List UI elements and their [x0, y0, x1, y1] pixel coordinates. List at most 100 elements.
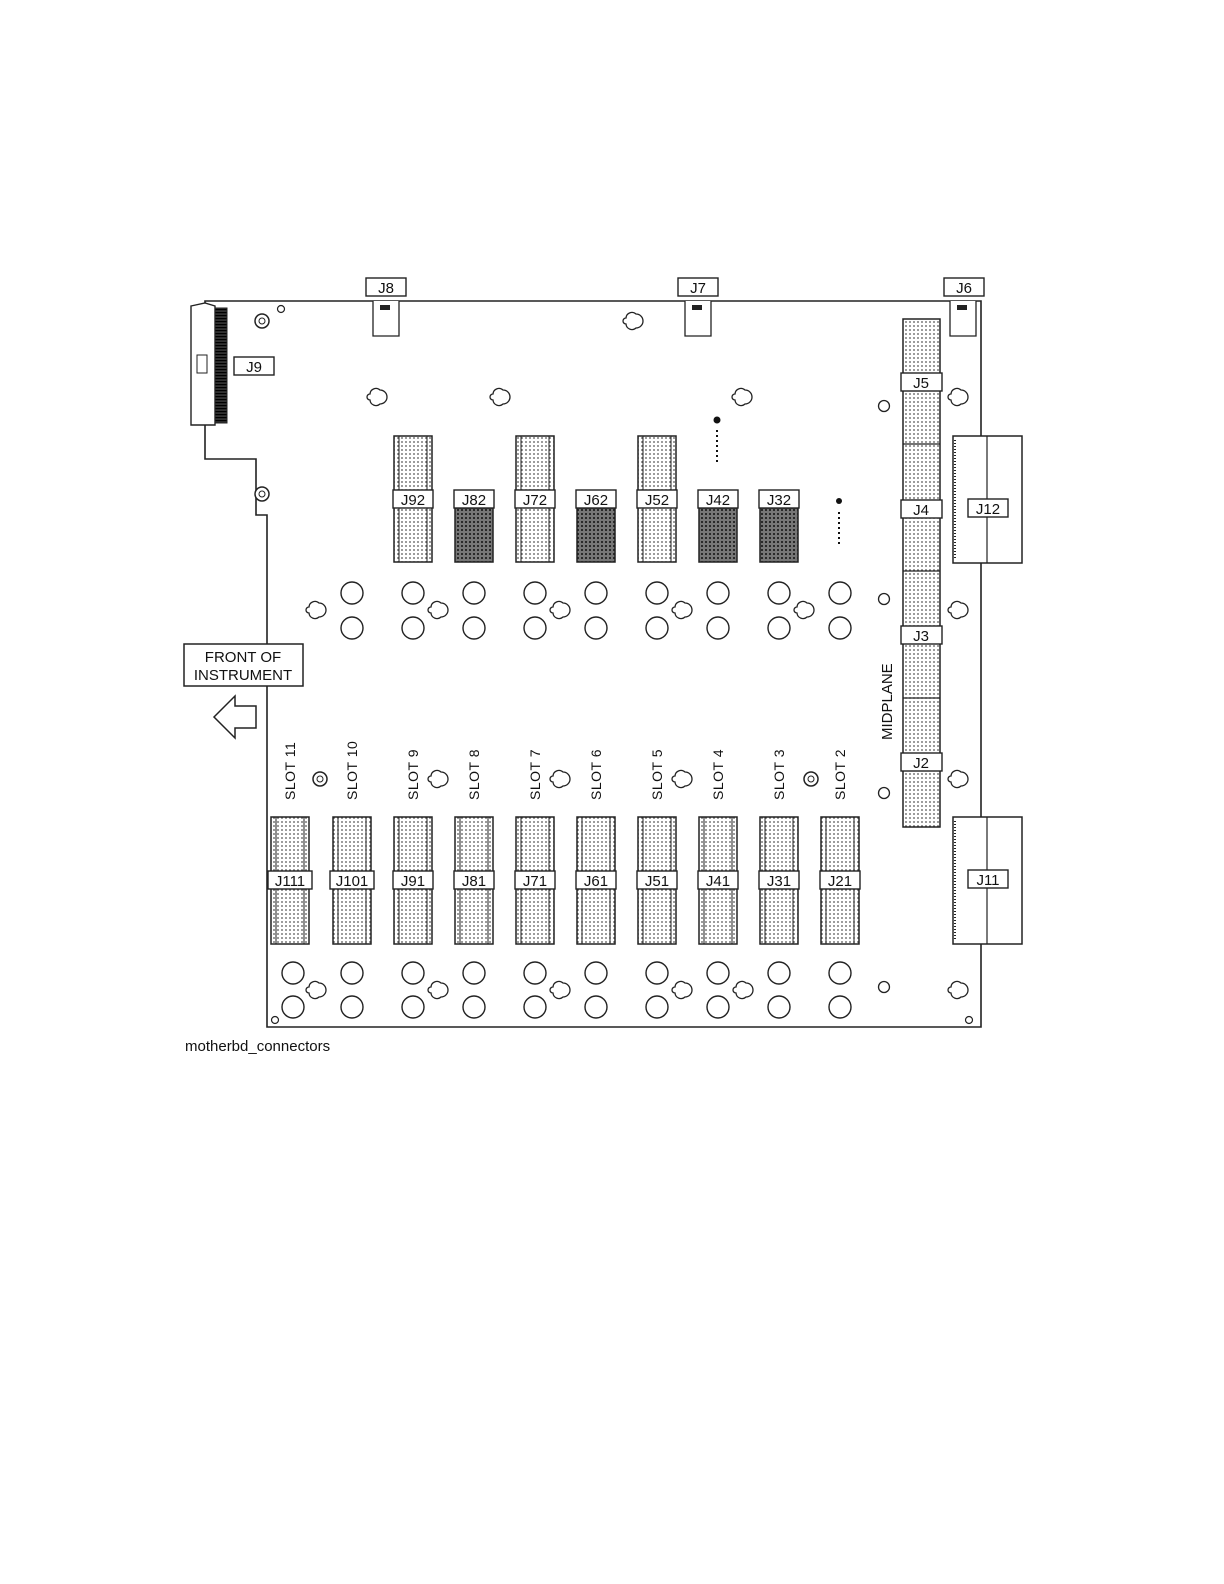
slot-label: SLOT 9 [405, 749, 421, 800]
standoff-hole [768, 996, 790, 1018]
j52-label: J52 [645, 492, 669, 509]
keyhole-standoff [550, 981, 570, 998]
standoff-hole [341, 996, 363, 1018]
standoff-hole [463, 582, 485, 604]
j7-label: J7 [690, 280, 706, 297]
front-arrow-icon [214, 696, 256, 738]
slot-label: SLOT 6 [588, 749, 604, 800]
j92-label: J92 [401, 492, 425, 509]
j101-label: J101 [336, 873, 369, 890]
j21-label: J21 [828, 873, 852, 890]
j4-connector: J4 [901, 500, 942, 519]
standoff-holes [282, 582, 851, 1018]
j71-connector: J71 [515, 817, 555, 944]
mounting-screw [255, 487, 269, 501]
standoff-hole [402, 996, 424, 1018]
standoff-hole [524, 582, 546, 604]
board-hole [272, 1017, 279, 1024]
standoff-hole [524, 617, 546, 639]
j3-label: J3 [913, 628, 929, 645]
front-label-line2: INSTRUMENT [194, 667, 292, 684]
board-hole [879, 401, 890, 412]
figure-caption: motherbd_connectors [185, 1038, 330, 1055]
standoff-hole [402, 582, 424, 604]
keyhole-standoff [948, 601, 968, 618]
slot-label: SLOT 7 [527, 749, 543, 800]
standoff-hole [829, 617, 851, 639]
keyhole-standoff [306, 981, 326, 998]
lower-connector-row: J111J101J91J81J71J61J51J41J31J21 [268, 817, 860, 944]
keyhole-standoff [623, 312, 643, 329]
mounting-screw [804, 772, 818, 786]
keyhole-standoff [490, 388, 510, 405]
standoff-hole [707, 996, 729, 1018]
standoff-hole [341, 582, 363, 604]
j5-label: J5 [913, 375, 929, 392]
mounting-screw [255, 314, 269, 328]
standoff-hole [768, 582, 790, 604]
keyhole-standoff [367, 388, 387, 405]
j92-connector: J92 [393, 436, 433, 562]
slot-label: SLOT 3 [771, 749, 787, 800]
j31-label: J31 [767, 873, 791, 890]
j12-connector: J12 [953, 436, 1022, 563]
j11-label: J11 [976, 872, 999, 889]
board-hole [879, 982, 890, 993]
midplane-connector-strip: J5 J4 J3 J2 [901, 319, 942, 827]
keyhole-standoff [733, 981, 753, 998]
standoff-hole [341, 962, 363, 984]
board-hole [966, 1017, 973, 1024]
standoff-hole [524, 962, 546, 984]
j71-label: J71 [523, 873, 547, 890]
front-of-instrument-callout: FRONT OF INSTRUMENT [184, 644, 303, 686]
j2-connector: J2 [901, 753, 942, 772]
j61-connector: J61 [576, 817, 616, 944]
keyhole-standoff [794, 601, 814, 618]
standoff-hole [402, 617, 424, 639]
standoff-hole [585, 996, 607, 1018]
keyhole-standoff [732, 388, 752, 405]
j42-label: J42 [706, 492, 730, 509]
j9-label: J9 [246, 359, 262, 376]
standoff-hole [646, 582, 668, 604]
j51-label: J51 [645, 873, 669, 890]
keyhole-standoff [948, 770, 968, 787]
slot-label: SLOT 10 [344, 741, 360, 800]
j82-label: J82 [462, 492, 486, 509]
j42-connector: J42 [698, 490, 738, 562]
keyhole-standoff [428, 601, 448, 618]
standoff-hole [707, 582, 729, 604]
j72-label: J72 [523, 492, 547, 509]
j21-connector: J21 [820, 817, 860, 944]
standoff-hole [707, 962, 729, 984]
slot-label: SLOT 5 [649, 749, 665, 800]
standoff-hole [646, 996, 668, 1018]
keyhole-standoff [428, 981, 448, 998]
standoff-hole [341, 617, 363, 639]
j12-label: J12 [976, 501, 1000, 518]
j111-label: J111 [275, 873, 305, 890]
j6-connector: J6 [944, 278, 984, 336]
j2-label: J2 [913, 755, 929, 772]
standoff-hole [282, 962, 304, 984]
board-hole [879, 594, 890, 605]
standoff-hole [402, 962, 424, 984]
j4-label: J4 [913, 502, 929, 519]
keyhole-standoff [306, 601, 326, 618]
j8-connector: J8 [366, 278, 406, 336]
standoff-hole [707, 617, 729, 639]
keyhole-standoff [672, 981, 692, 998]
j32-label: J32 [767, 492, 791, 509]
j6-label: J6 [956, 280, 972, 297]
j3-connector: J3 [901, 626, 942, 645]
standoff-hole [768, 962, 790, 984]
standoff-hole [585, 962, 607, 984]
slot-label: SLOT 2 [832, 749, 848, 800]
j8-label: J8 [378, 280, 394, 297]
slot-label: SLOT 4 [710, 749, 726, 800]
standoff-hole [646, 617, 668, 639]
j31-connector: J31 [759, 817, 799, 944]
standoff-hole [829, 996, 851, 1018]
